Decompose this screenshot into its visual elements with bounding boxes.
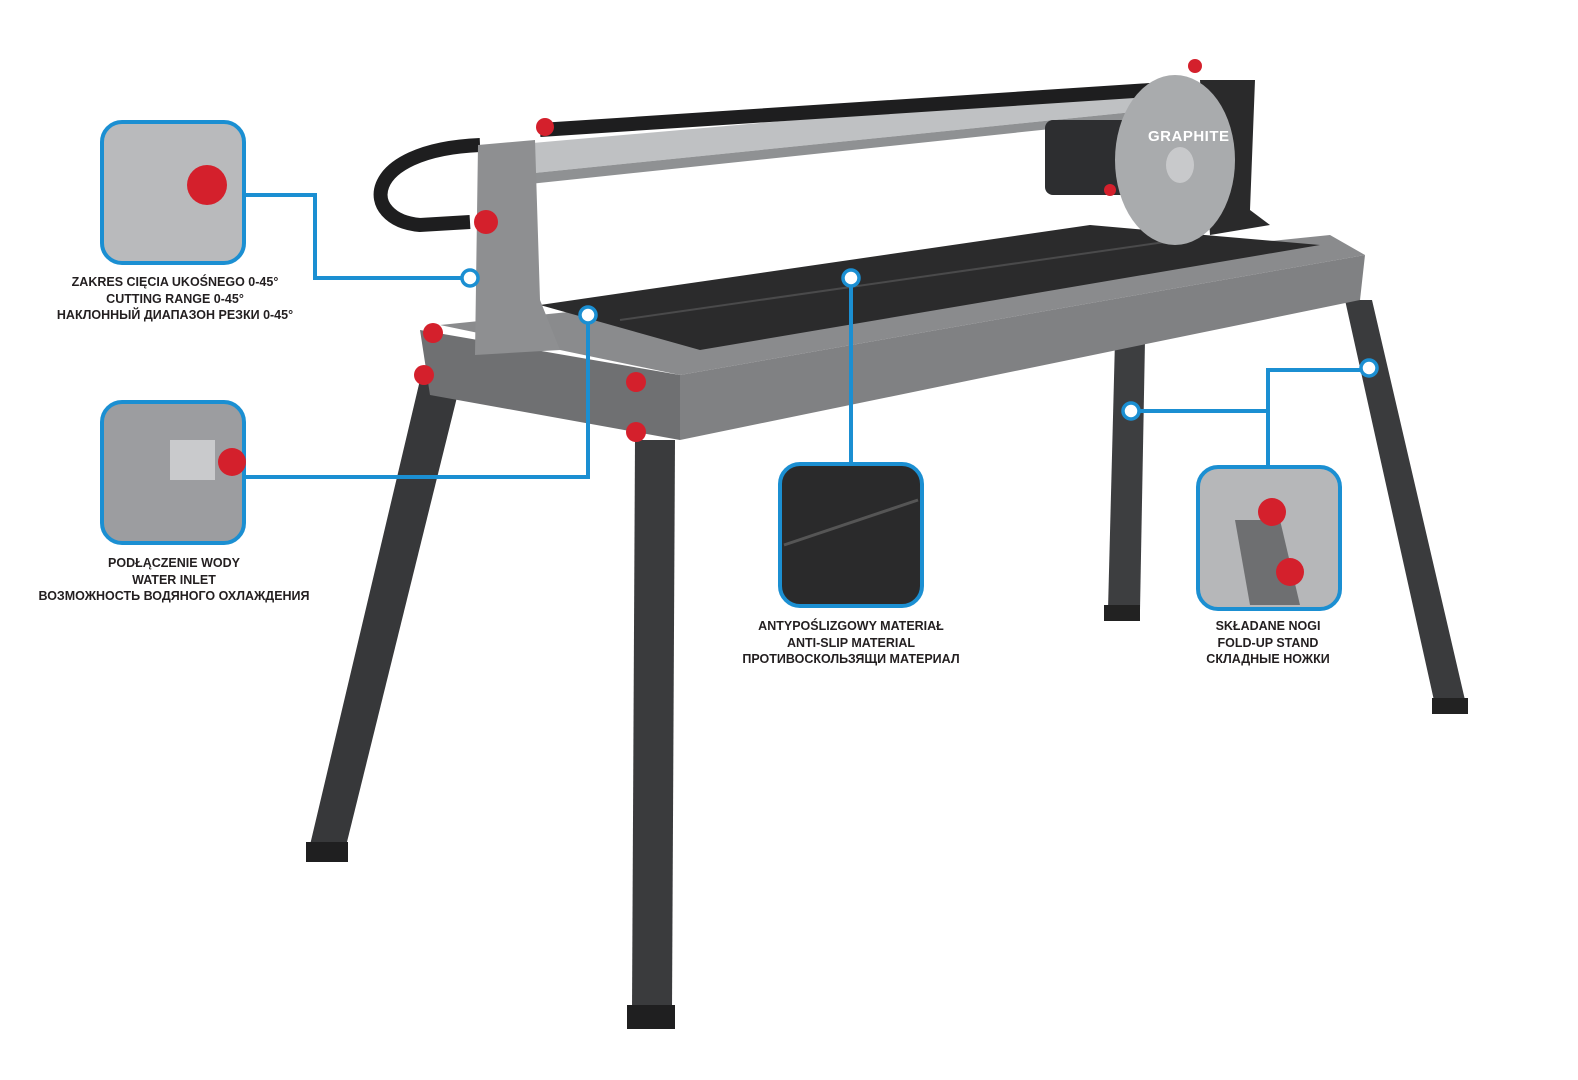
label-line-pl: ANTYPOŚLIZGOWY MATERIAŁ (758, 619, 944, 633)
back-leg-left-foot (1104, 605, 1140, 621)
label-line-pl: PODŁĄCZENIE WODY (108, 556, 240, 570)
front-leg-left (310, 380, 460, 850)
callout-label-anti-slip: ANTYPOŚLIZGOWY MATERIAŁ ANTI-SLIP MATERI… (742, 618, 959, 668)
front-leg-right (632, 440, 675, 1010)
label-line-ru: СКЛАДНЫЕ НОЖКИ (1206, 652, 1330, 666)
detail-box-legs (1196, 465, 1342, 611)
back-leg-right-foot (1432, 698, 1468, 714)
callout-label-water-inlet: PODŁĄCZENIE WODY WATER INLET ВОЗМОЖНОСТЬ… (38, 555, 309, 605)
motor (1045, 120, 1135, 195)
label-line-ru: НАКЛОННЫЙ ДИАПАЗОН РЕЗКИ 0-45° (56, 308, 294, 322)
callout-label-fold-up-stand: SKŁADANE NOGI FOLD-UP STAND СКЛАДНЫЕ НОЖ… (1206, 618, 1329, 668)
label-line-pl: SKŁADANE NOGI (1215, 619, 1321, 633)
callout-points (460, 268, 1379, 421)
label-line-pl: ZAKRES CIĘCIA UKOŚNEGO 0-45° (71, 275, 279, 289)
label-line-en: ANTI-SLIP MATERIAL (786, 635, 915, 650)
detail-box-bevel (100, 120, 246, 265)
brand-logo: GRAPHITE (1148, 128, 1230, 145)
back-leg-right (1345, 300, 1465, 705)
label-line-en: CUTTING RANGE 0-45° (106, 291, 244, 306)
table-frame-side (420, 330, 680, 440)
callout-connectors (246, 193, 1369, 479)
red-knobs (414, 59, 1202, 442)
back-leg-left (1108, 340, 1145, 610)
label-line-ru: ВОЗМОЖНОСТЬ ВОДЯНОГО ОХЛАЖДЕНИЯ (38, 589, 310, 603)
guide-rail (510, 80, 1250, 175)
label-line-en: WATER INLET (132, 572, 216, 587)
label-line-en: FOLD-UP STAND (1217, 635, 1319, 650)
front-leg-left-foot (306, 842, 348, 862)
detail-box-surface (778, 462, 924, 608)
cable-chain (373, 83, 1151, 233)
callout-label-cutting-range: ZAKRES CIĘCIA UKOŚNEGO 0-45° CUTTING RAN… (57, 274, 293, 324)
tilt-bracket (475, 140, 560, 355)
anti-slip-table-top (540, 225, 1320, 350)
front-leg-right-foot (627, 1005, 675, 1029)
detail-box-water (100, 400, 246, 545)
label-line-ru: ПРОТИВОСКОЛЬЗЯЩИ МАТЕРИАЛ (742, 652, 960, 666)
